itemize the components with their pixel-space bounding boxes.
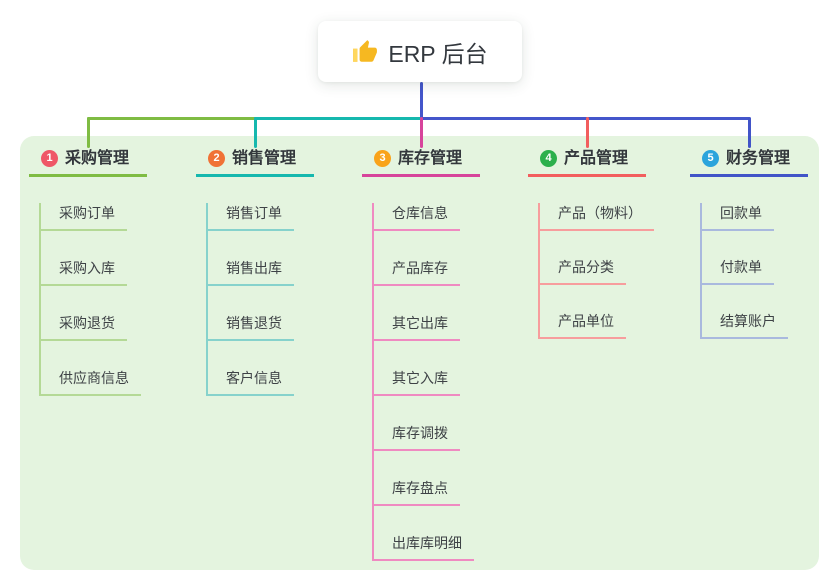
- child-node[interactable]: 产品单位: [540, 311, 626, 339]
- mindmap-panel: [20, 136, 819, 570]
- child-node[interactable]: 供应商信息: [41, 368, 141, 396]
- child-node[interactable]: 客户信息: [208, 368, 294, 396]
- child-node[interactable]: 销售订单: [208, 203, 294, 231]
- child-node[interactable]: 付款单: [702, 257, 774, 285]
- branch-label: 采购管理: [65, 150, 130, 167]
- connector-branch-3-drop: [420, 117, 423, 148]
- connector-root-drop: [420, 82, 423, 120]
- child-node[interactable]: 库存盘点: [374, 478, 460, 506]
- connector-rail-right: [420, 117, 750, 120]
- root-label: ERP 后台: [388, 40, 488, 67]
- branch-children-group: 产品（物料） 产品分类产品单位: [538, 203, 654, 339]
- connector-branch-5-drop: [748, 117, 751, 148]
- child-node[interactable]: 其它出库: [374, 313, 460, 341]
- branch-column-2: 2 销售管理销售订单销售出库销售退货客户信息: [196, 148, 314, 396]
- branch-node[interactable]: 3 库存管理: [362, 148, 480, 177]
- branch-column-1: 1 采购管理采购订单采购入库采购退货供应商信息: [29, 148, 147, 396]
- child-node[interactable]: 采购退货: [41, 313, 127, 341]
- child-node[interactable]: 产品（物料）: [540, 203, 654, 231]
- child-node[interactable]: 库存调拨: [374, 423, 460, 451]
- child-node[interactable]: 销售退货: [208, 313, 294, 341]
- child-node[interactable]: 结算账户: [702, 311, 788, 339]
- branch-children-group: 销售订单销售出库销售退货客户信息: [206, 203, 314, 396]
- root-node[interactable]: ERP 后台: [318, 21, 522, 82]
- branch-number-badge: 1: [41, 150, 58, 167]
- child-node[interactable]: 销售出库: [208, 258, 294, 286]
- child-node[interactable]: 出库库明细: [374, 533, 474, 561]
- child-node[interactable]: 采购订单: [41, 203, 127, 231]
- branch-column-4: 4 产品管理产品（物料） 产品分类产品单位: [528, 148, 654, 339]
- branch-label: 库存管理: [398, 150, 463, 167]
- branch-node[interactable]: 1 采购管理: [29, 148, 147, 177]
- branch-column-3: 3 库存管理仓库信息产品库存其它出库其它入库库存调拨库存盘点出库库明细: [362, 148, 480, 561]
- branch-children-group: 采购订单采购入库采购退货供应商信息: [39, 203, 147, 396]
- branch-label: 财务管理: [726, 150, 791, 167]
- branch-node[interactable]: 5 财务管理: [690, 148, 808, 177]
- connector-rail-left: [87, 117, 256, 120]
- branch-number-badge: 2: [208, 150, 225, 167]
- branch-label: 销售管理: [232, 150, 297, 167]
- connector-rail-middle: [254, 117, 422, 120]
- child-node[interactable]: 产品库存: [374, 258, 460, 286]
- child-node[interactable]: 采购入库: [41, 258, 127, 286]
- child-node[interactable]: 回款单: [702, 203, 774, 231]
- branch-label: 产品管理: [564, 150, 629, 167]
- child-node[interactable]: 仓库信息: [374, 203, 460, 231]
- branch-number-badge: 4: [540, 150, 557, 167]
- child-node[interactable]: 其它入库: [374, 368, 460, 396]
- branch-children-group: 回款单付款单结算账户: [700, 203, 808, 339]
- branch-number-badge: 3: [374, 150, 391, 167]
- branch-node[interactable]: 2 销售管理: [196, 148, 314, 177]
- thumbs-up-icon: [352, 39, 378, 65]
- connector-branch-4-drop: [586, 117, 589, 148]
- child-node[interactable]: 产品分类: [540, 257, 626, 285]
- connector-branch-1-drop: [87, 117, 90, 148]
- connector-branch-2-drop: [254, 117, 257, 148]
- branch-node[interactable]: 4 产品管理: [528, 148, 646, 177]
- branch-number-badge: 5: [702, 150, 719, 167]
- branch-children-group: 仓库信息产品库存其它出库其它入库库存调拨库存盘点出库库明细: [372, 203, 480, 561]
- branch-column-5: 5 财务管理回款单付款单结算账户: [690, 148, 808, 339]
